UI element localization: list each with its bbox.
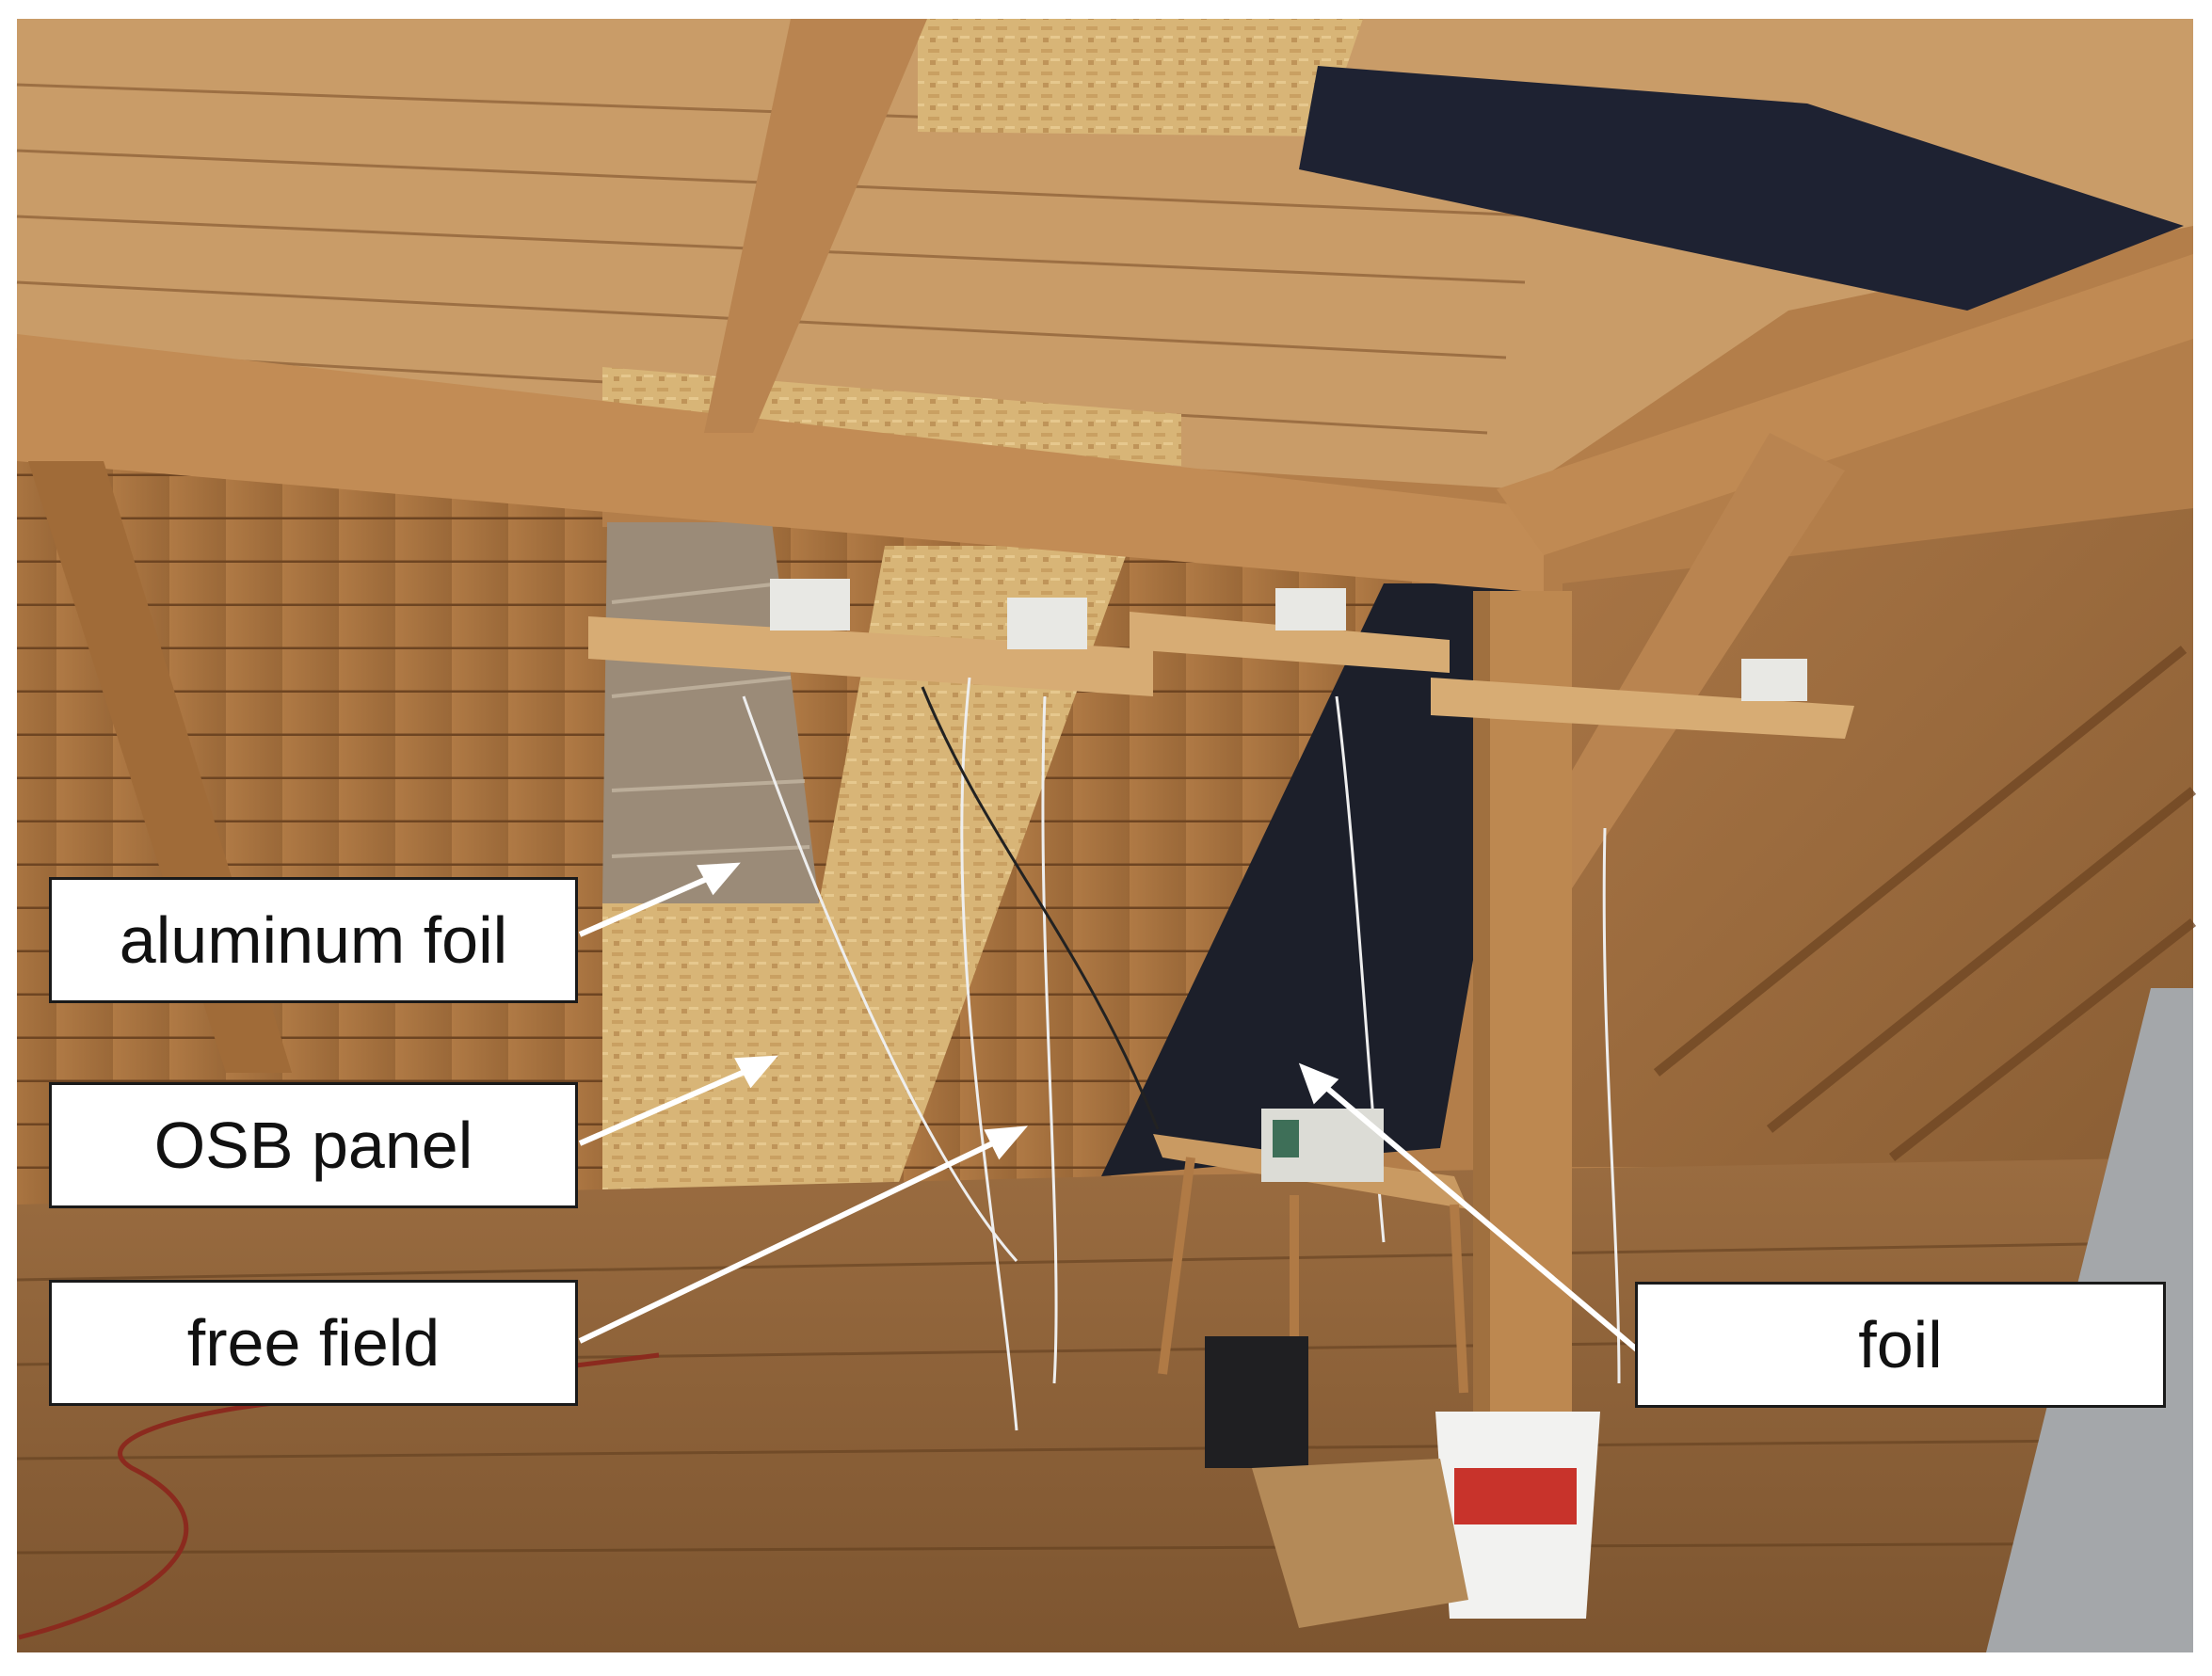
arrow-aluminum-foil	[578, 872, 717, 937]
sensor	[1741, 659, 1807, 701]
arrowhead	[734, 1055, 778, 1089]
annotation-arrows	[578, 862, 1640, 1353]
arrow-free-field	[578, 1136, 1004, 1344]
label-osb-panel: OSB panel	[49, 1082, 578, 1208]
ceiling-rafter	[704, 19, 927, 433]
arrowhead	[984, 1125, 1029, 1160]
horizontal-beam	[17, 334, 1544, 593]
label-free-field: free field	[49, 1280, 578, 1406]
cardboard-box	[1252, 1459, 1468, 1628]
sensor	[1275, 588, 1346, 630]
arrowhead	[697, 862, 741, 896]
arrow-foil	[1316, 1077, 1640, 1353]
black-foil	[1101, 583, 1544, 1176]
red-cable	[18, 1352, 660, 1640]
aluminum-foil-panel	[602, 522, 819, 903]
sensor-board-right	[1431, 678, 1854, 739]
right-roof	[1563, 508, 2193, 1167]
left-wall	[17, 442, 602, 1252]
label-foil: foil	[1635, 1282, 2166, 1408]
black-bucket	[1205, 1336, 1308, 1468]
osb-panel	[602, 546, 1130, 1209]
roof-opening	[1299, 66, 2184, 311]
right-beam	[1497, 254, 2193, 555]
ceiling-osb-patch	[918, 19, 1363, 136]
sensor-board-middle	[1130, 612, 1450, 673]
sensor	[1007, 598, 1087, 649]
arrow-osb-panel	[578, 1065, 755, 1146]
arrowhead	[1298, 1062, 1339, 1105]
sensor-board-left	[588, 616, 1153, 696]
label-aluminum-foil: aluminum foil	[49, 877, 578, 1003]
sensor	[770, 579, 850, 630]
